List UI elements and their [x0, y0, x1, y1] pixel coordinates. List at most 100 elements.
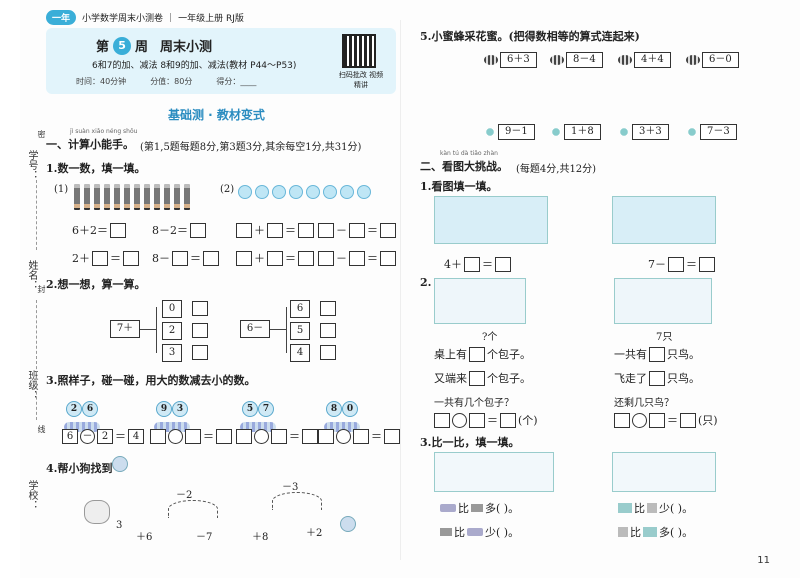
tree1-root: 7＋ — [110, 320, 140, 338]
topic-subtitle: 6和7的加、减法 8和9的加、减法(教材 P44～P53) — [92, 61, 297, 71]
answer-box[interactable] — [150, 428, 166, 444]
answer-box[interactable] — [384, 428, 400, 444]
week-prefix: 第 — [96, 40, 110, 55]
answer-circle[interactable] — [168, 428, 183, 444]
flower-expression[interactable]: 3＋3 — [632, 124, 669, 140]
answer-box[interactable] — [123, 250, 139, 266]
bee-icon — [550, 55, 564, 65]
bee-expression[interactable]: 4＋4 — [634, 52, 671, 68]
q3-row-3: ＝ — [236, 428, 318, 444]
answer-box[interactable] — [267, 250, 283, 266]
answer-box[interactable] — [649, 412, 665, 428]
answer-box[interactable] — [349, 250, 365, 266]
ball: 0 — [342, 401, 358, 417]
answer-box[interactable] — [380, 250, 396, 266]
example-box: 4 — [128, 428, 144, 444]
answer-circle[interactable] — [452, 412, 467, 428]
bee-4: 6－0 — [686, 52, 739, 68]
bee-2: 8－4 — [550, 52, 603, 68]
school-label: 学校： — [26, 480, 37, 510]
answer-box[interactable] — [172, 250, 188, 266]
answer-box[interactable] — [236, 428, 252, 444]
q1-title: 1.数一数，填一填。 — [46, 162, 146, 175]
answer-box[interactable] — [185, 428, 201, 444]
answer-box[interactable] — [380, 222, 396, 238]
total-score-label: 分值：80分 — [150, 77, 193, 86]
answer-box[interactable] — [236, 250, 252, 266]
answer-box[interactable] — [349, 222, 365, 238]
answer-box[interactable] — [318, 250, 334, 266]
answer-box[interactable] — [203, 250, 219, 266]
answer-box[interactable] — [320, 345, 336, 360]
edition-label: 一年级上册 RJ版 — [178, 14, 244, 24]
section-title: 基础测 · 教材变式 — [168, 108, 265, 122]
bee-icon — [484, 55, 498, 65]
example-box: 2 — [97, 428, 113, 444]
answer-box[interactable] — [216, 428, 232, 444]
series-title: 小学数学周末小测卷 — [82, 14, 164, 24]
cups-books-illustration — [612, 452, 716, 492]
answer-box[interactable] — [469, 346, 485, 362]
flower-expression[interactable]: 1＋8 — [564, 124, 601, 140]
answer-circle[interactable] — [336, 428, 351, 444]
q4-op: ＋8 — [252, 532, 269, 543]
answer-box[interactable] — [320, 323, 336, 338]
answer-box[interactable] — [353, 428, 369, 444]
eraser-icon — [440, 504, 456, 512]
p2q2-num: 2. — [420, 276, 432, 289]
bee-expression[interactable]: 6－0 — [702, 52, 739, 68]
flower-4: 7－3 — [686, 124, 737, 140]
answer-circle[interactable] — [254, 428, 269, 444]
answer-box[interactable] — [190, 222, 206, 238]
answer-box[interactable] — [469, 370, 485, 386]
answer-box[interactable] — [320, 301, 336, 316]
qr-code-icon[interactable] — [342, 34, 376, 68]
answer-box[interactable] — [699, 256, 715, 272]
tree1-branch: 3 — [162, 344, 182, 362]
answer-box[interactable] — [500, 412, 516, 428]
part1-instructions: (第1,5题每题8分,第3题3分,其余每空1分,共31分) — [140, 142, 362, 153]
path-arc — [168, 500, 218, 518]
answer-box[interactable] — [298, 222, 314, 238]
answer-box[interactable] — [434, 412, 450, 428]
flower-2: 1＋8 — [550, 124, 601, 140]
ball: 8 — [326, 401, 342, 417]
answer-box[interactable] — [92, 250, 108, 266]
answer-box[interactable] — [495, 256, 511, 272]
bee-expression[interactable]: 8－4 — [566, 52, 603, 68]
answer-box[interactable] — [192, 323, 208, 338]
nest-icon — [154, 422, 190, 432]
answer-box[interactable] — [271, 428, 287, 444]
answer-box[interactable] — [680, 412, 696, 428]
bee-expression[interactable]: 6＋3 — [500, 52, 537, 68]
q4-op: ＋2 — [306, 528, 323, 539]
flower-expression[interactable]: 9－1 — [498, 124, 535, 140]
nest-icon — [64, 422, 100, 432]
flower-expression[interactable]: 7－3 — [700, 124, 737, 140]
answer-box[interactable] — [267, 222, 283, 238]
cup-icon — [618, 527, 628, 537]
answer-box[interactable] — [649, 346, 665, 362]
answer-box[interactable] — [469, 412, 485, 428]
answer-box[interactable] — [302, 428, 318, 444]
answer-box[interactable] — [464, 256, 480, 272]
binding-sidebar: 学号： 姓名： 班级： 学校： 密 封 线 — [20, 120, 46, 560]
book-icon — [618, 503, 632, 513]
answer-circle[interactable] — [632, 412, 647, 428]
answer-box[interactable] — [318, 428, 334, 444]
answer-box[interactable] — [318, 222, 334, 238]
answer-box[interactable] — [668, 256, 684, 272]
p2q1-left-eq: 4＋＝ — [444, 256, 511, 272]
birds-tree-illustration — [614, 278, 712, 324]
answer-box[interactable] — [614, 412, 630, 428]
answer-box[interactable] — [192, 345, 208, 360]
answer-box[interactable] — [236, 222, 252, 238]
part2-pinyin: kàn tú dà tiǎo zhàn — [440, 150, 498, 157]
q1-eq-2: 8－2＝ — [152, 222, 206, 238]
answer-box[interactable] — [192, 301, 208, 316]
answer-box[interactable] — [298, 250, 314, 266]
answer-box[interactable] — [110, 222, 126, 238]
answer-box[interactable] — [649, 370, 665, 386]
